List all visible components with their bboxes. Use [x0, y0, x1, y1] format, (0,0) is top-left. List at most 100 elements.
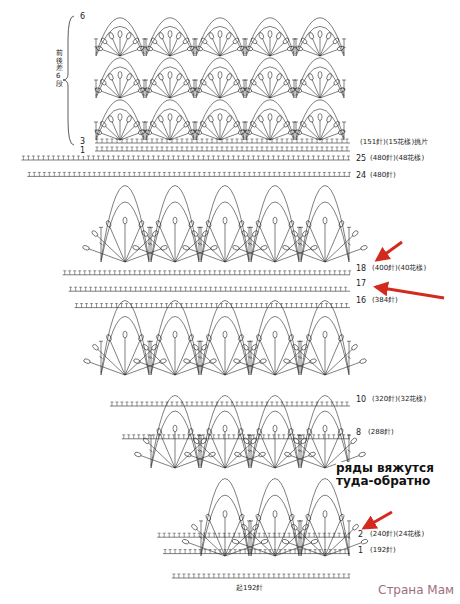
- watermark: Страна Мам: [378, 584, 454, 597]
- puff-stitch: [283, 358, 291, 364]
- treble-stitch: [149, 341, 201, 375]
- puff-stitch: [258, 32, 264, 40]
- stitch-ticks: [158, 533, 351, 537]
- fan-ribs: [301, 78, 339, 98]
- puff-stitch: [258, 451, 266, 457]
- stitch-ticks: [28, 172, 351, 176]
- treble-stitch: [249, 227, 301, 262]
- fan-ribs: [302, 37, 338, 56]
- chain-arc: [101, 186, 149, 262]
- stitch-count: (480針): [370, 172, 396, 180]
- treble-stitch: [99, 341, 151, 375]
- treble-stitch: [149, 227, 201, 262]
- puff-stitch: [83, 358, 91, 364]
- stitch-count: (320針)(32花樣): [372, 396, 426, 404]
- stitch-ticks: [96, 147, 349, 151]
- treble-stitch: [294, 39, 346, 56]
- stitch-ticks: [69, 287, 347, 291]
- puff-stitch: [134, 451, 142, 457]
- puff-stitch: [118, 72, 122, 79]
- treble-stitch: [294, 122, 346, 140]
- puff-stitch: [223, 511, 227, 518]
- chain-arc: [296, 18, 344, 56]
- puff-stitch: [126, 32, 132, 40]
- fan-ribs: [252, 37, 288, 56]
- treble-stitch: [144, 80, 196, 98]
- fan-ribs: [189, 224, 261, 263]
- row-number: 3: [80, 138, 85, 147]
- row-number: 1: [358, 547, 363, 556]
- chain-arc: [96, 100, 144, 140]
- row-line: [21, 160, 350, 161]
- treble-stitch: [94, 39, 146, 56]
- chain-arc: [196, 58, 244, 98]
- fan-ribs: [101, 78, 139, 98]
- chain-arc: [246, 58, 294, 98]
- fan-ribs: [239, 224, 311, 263]
- puff-stitch: [160, 245, 168, 251]
- puff-stitch: [284, 451, 292, 457]
- row-line: [122, 438, 350, 439]
- puff-stitch: [308, 32, 314, 40]
- puff-stitch: [132, 245, 140, 251]
- treble-stitch: [199, 227, 251, 262]
- treble-stitch: [144, 39, 196, 56]
- puff-stitch: [218, 114, 222, 121]
- puff-stitch: [358, 451, 366, 457]
- treble-stitch: [299, 341, 351, 375]
- puff-stitch: [282, 539, 290, 545]
- chain-arc: [301, 395, 349, 468]
- row-number: 1: [80, 147, 85, 156]
- puff-stitch: [232, 245, 240, 251]
- puff-stitch: [318, 114, 322, 121]
- fan-ribs: [152, 37, 188, 56]
- row-line: [75, 307, 350, 308]
- fan-ribs: [102, 37, 138, 56]
- chain-arc: [201, 395, 249, 468]
- stitch-count: (151針)(15花樣)挑片: [360, 139, 428, 147]
- stitch-ticks: [122, 435, 350, 439]
- chain-arc: [201, 186, 249, 262]
- chain-arc: [251, 186, 299, 262]
- chain-arc: [196, 100, 244, 140]
- chain-arc: [146, 18, 194, 56]
- puff-stitch: [168, 72, 172, 79]
- chain-arc: [251, 301, 299, 376]
- stitch-pattern: [21, 18, 368, 578]
- chain-arc: [101, 301, 149, 376]
- treble-stitch: [199, 435, 251, 468]
- treble-stitch: [244, 80, 296, 98]
- treble-stitch: [249, 435, 301, 468]
- puff-stitch: [318, 31, 322, 38]
- puff-stitch: [176, 32, 182, 40]
- puff-stitch: [323, 331, 327, 338]
- row-number: 17: [356, 280, 366, 289]
- fan-ribs: [202, 37, 238, 56]
- puff-stitch: [268, 72, 272, 79]
- treble-stitch: [299, 227, 351, 262]
- fan-ribs: [289, 224, 361, 263]
- chain-arc: [196, 18, 244, 56]
- treble-stitch: [194, 39, 246, 56]
- stitch-ticks: [75, 304, 348, 308]
- fan-ribs: [301, 120, 339, 140]
- puff-stitch: [273, 217, 277, 224]
- fan-ribs: [101, 120, 139, 140]
- puff-stitch: [173, 217, 177, 224]
- puff-stitch: [168, 114, 172, 121]
- chain-arc: [246, 18, 294, 56]
- fan-ribs: [251, 120, 289, 140]
- puff-stitch: [210, 245, 218, 251]
- puff-stitch: [173, 425, 177, 432]
- note-text: ряды вяжутся туда-обратно: [336, 462, 454, 488]
- chain-arc: [96, 58, 144, 98]
- row-number: 6: [80, 13, 85, 22]
- row-bracket: [63, 16, 74, 145]
- puff-stitch: [323, 217, 327, 224]
- chain-arc: [151, 186, 199, 262]
- row-line: [63, 274, 350, 275]
- row-number: 2: [358, 531, 363, 540]
- stitch-ticks: [63, 271, 351, 275]
- puff-stitch: [218, 31, 222, 38]
